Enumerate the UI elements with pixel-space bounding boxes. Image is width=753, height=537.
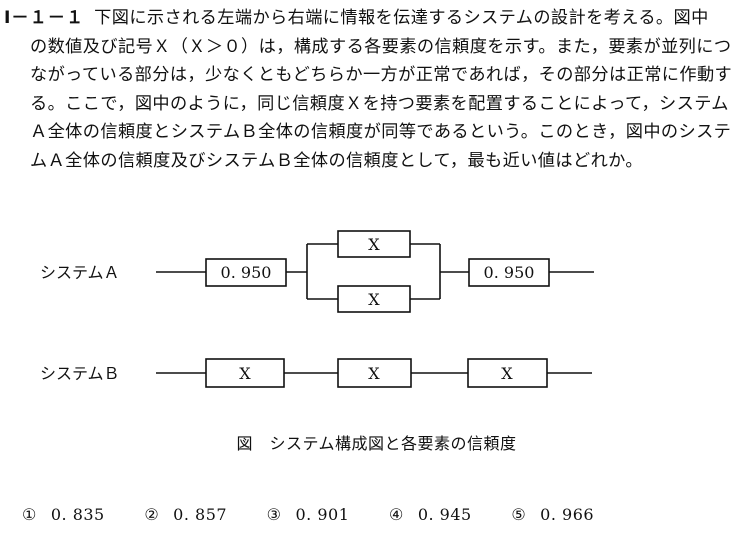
system-diagram: システムＡ 0. 950 X X 0. 950 システムＢ X X X bbox=[40, 230, 594, 388]
question-number: Ⅰ－１－１ bbox=[4, 8, 85, 28]
system-a-box-parallel-bottom bbox=[337, 285, 411, 313]
system-b-box-1 bbox=[205, 358, 285, 388]
question-line-2: の数値及び記号Ｘ（Ｘ＞０）は，構成する各要素の信頼度を示す。また，要素が並列につ bbox=[30, 36, 732, 57]
system-a-box-parallel-top bbox=[337, 230, 411, 258]
system-a-parallel-top-value: X bbox=[368, 235, 380, 254]
system-a-box-1-value: 0. 950 bbox=[221, 263, 272, 282]
system-b-label: システムＢ bbox=[40, 364, 120, 383]
question-line-4: る。ここで，図中のように，同じ信頼度Ｘを持つ要素を配置することによって，システム bbox=[30, 93, 729, 114]
system-b-box-1-value: X bbox=[239, 364, 251, 383]
question-line-3: ながっている部分は，少なくともどちらか一方が正常であれば，その部分は正常に作動す bbox=[30, 65, 733, 86]
system-a-box-4-value: 0. 950 bbox=[484, 263, 535, 282]
system-b-box-2 bbox=[337, 358, 412, 388]
system-b-box-2-value: X bbox=[368, 364, 380, 383]
question-line-5: Ａ全体の信頼度とシステムＢ全体の信頼度が同等であるという。このとき，図中のシステ bbox=[30, 122, 732, 143]
system-a-parallel-bottom-value: X bbox=[368, 290, 380, 309]
system-a-box-4 bbox=[468, 258, 550, 287]
figure-caption: 図 システム構成図と各要素の信頼度 bbox=[236, 434, 517, 453]
system-b-box-3 bbox=[467, 358, 548, 388]
system-a-box-1 bbox=[205, 258, 287, 287]
system-a-label: システムＡ bbox=[40, 263, 120, 282]
system-b-box-3-value: X bbox=[501, 364, 513, 383]
question-line-6: ムＡ全体の信頼度及びシステムＢ全体の信頼度として，最も近い値はどれか。 bbox=[30, 150, 643, 171]
